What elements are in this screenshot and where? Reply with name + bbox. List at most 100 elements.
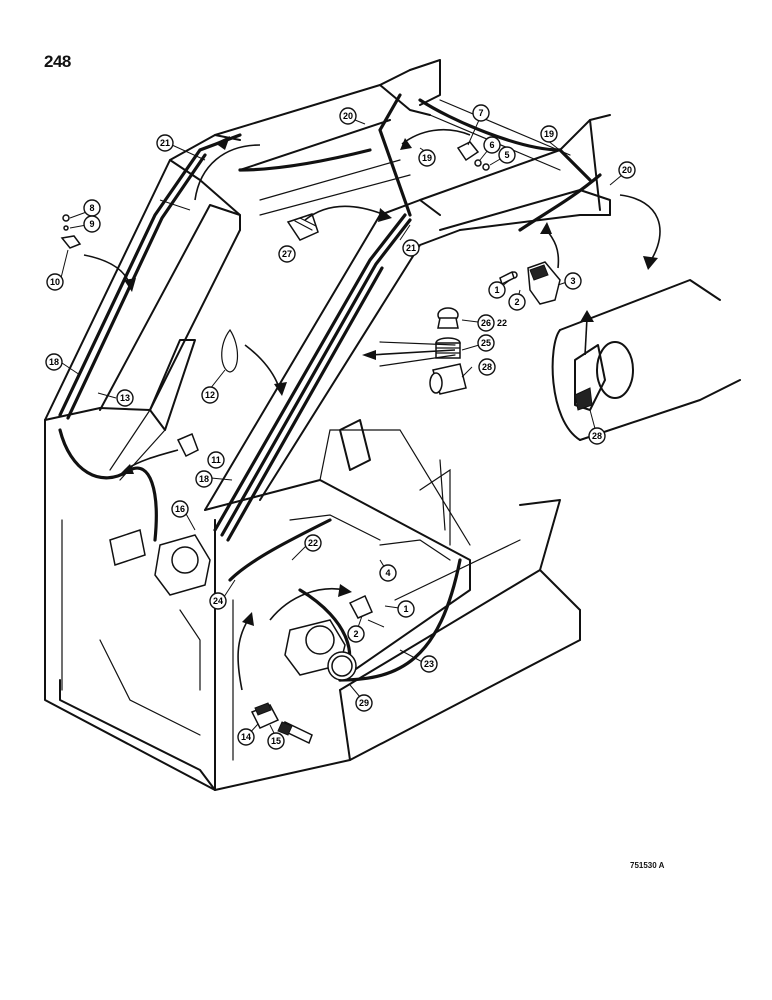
callout-number: 3 (570, 276, 575, 286)
callout-circle (397, 600, 415, 618)
callout-circle (171, 500, 189, 518)
callout-20: 20 (339, 107, 357, 125)
callout-16: 16 (171, 500, 189, 518)
callout-number: 21 (160, 138, 170, 148)
callout-1: 1 (397, 600, 415, 618)
callout-number: 19 (544, 129, 554, 139)
callout-number: 20 (622, 165, 632, 175)
callout-29: 29 (355, 694, 373, 712)
callout-13: 13 (116, 389, 134, 407)
callout-24: 24 (209, 592, 227, 610)
callout-circle (278, 245, 296, 263)
callout-circle (355, 694, 373, 712)
callout-22: 22 (304, 534, 322, 552)
callout-circle (347, 625, 365, 643)
callout-9: 9 (83, 215, 101, 233)
left-lift-arm (44, 69, 411, 481)
callout-27: 27 (278, 245, 296, 263)
callout-18: 18 (195, 470, 213, 488)
callout-circle (498, 146, 516, 164)
callout-number: 11 (211, 455, 221, 465)
callout-circle (116, 389, 134, 407)
callout-20: 20 (618, 161, 636, 179)
callout-18: 18 (45, 353, 63, 371)
callout-23: 23 (420, 655, 438, 673)
callout-circle (418, 149, 436, 167)
callout-circle (207, 451, 225, 469)
callout-28: 28 (588, 427, 606, 445)
callout-number: 26 (481, 318, 491, 328)
callout-circle (201, 386, 219, 404)
callout-19: 19 (418, 149, 436, 167)
components (60, 141, 561, 745)
callout-circle (83, 215, 101, 233)
callout-5: 5 (498, 146, 516, 164)
callout-circle (483, 136, 501, 154)
callout-circle (420, 655, 438, 673)
callout-circle (618, 161, 636, 179)
callout-circle (195, 470, 213, 488)
callout-number: 24 (213, 596, 223, 606)
callout-6: 6 (483, 136, 501, 154)
callout-11: 11 (207, 451, 225, 469)
callout-circle (237, 728, 255, 746)
figure-code: 751530 A (630, 861, 665, 870)
callout-number: 4 (385, 568, 390, 578)
callout-number: 23 (424, 659, 434, 669)
callout-circle (339, 107, 357, 125)
callout-number: 1 (494, 285, 499, 295)
callout-number: 9 (89, 219, 94, 229)
callout-circle (402, 239, 420, 257)
callout-number: 20 (343, 111, 353, 121)
callout-14: 14 (237, 728, 255, 746)
callout-21: 21 (402, 239, 420, 257)
callout-28: 28 (478, 358, 496, 376)
callout-circle (564, 272, 582, 290)
callout-circle (45, 353, 63, 371)
callout-7: 7 (472, 104, 490, 122)
callout-10: 10 (46, 273, 64, 291)
callout-4: 4 (379, 564, 397, 582)
part-label-22: 22 (497, 318, 507, 328)
callout-number: 14 (241, 732, 251, 742)
callout-number: 12 (205, 390, 215, 400)
right-lift-arm (204, 59, 611, 511)
callout-number: 21 (406, 243, 416, 253)
callout-circle (156, 134, 174, 152)
callout-circle (209, 592, 227, 610)
callout-circle (379, 564, 397, 582)
callout-number: 15 (271, 736, 281, 746)
callout-12: 12 (201, 386, 219, 404)
callout-circle (588, 427, 606, 445)
callout-3: 3 (564, 272, 582, 290)
callout-circle (508, 293, 526, 311)
callout-circle (477, 334, 495, 352)
detail-inset (551, 279, 741, 441)
callout-1: 1 (488, 281, 506, 299)
page-number: 248 (44, 52, 71, 71)
callout-15: 15 (267, 732, 285, 750)
callout-number: 8 (89, 203, 94, 213)
callout-21: 21 (156, 134, 174, 152)
callout-circle (478, 358, 496, 376)
callout-2: 2 (347, 625, 365, 643)
callout-number: 18 (49, 357, 59, 367)
callout-number: 10 (50, 277, 60, 287)
callout-circle (488, 281, 506, 299)
direction-arrows (83, 128, 661, 691)
callout-number: 2 (514, 297, 519, 307)
callout-26: 26 (477, 314, 495, 332)
callout-number: 28 (592, 431, 602, 441)
callout-8: 8 (83, 199, 101, 217)
callout-number: 19 (422, 153, 432, 163)
callout-number: 27 (282, 249, 292, 259)
callout-circle (477, 314, 495, 332)
callout-number: 18 (199, 474, 209, 484)
callout-number: 7 (478, 108, 483, 118)
callout-25: 25 (477, 334, 495, 352)
callout-circle (472, 104, 490, 122)
callout-circle (304, 534, 322, 552)
callout-number: 28 (482, 362, 492, 372)
